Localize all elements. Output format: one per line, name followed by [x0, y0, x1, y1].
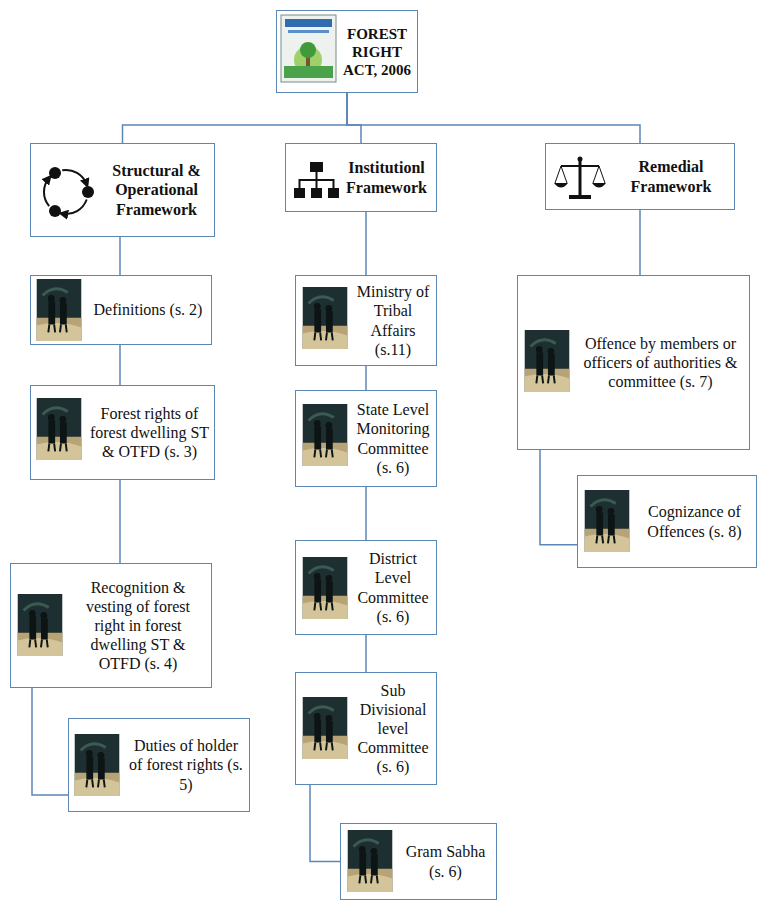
- text-area: Remedial Framework: [612, 157, 730, 195]
- section-box: Ministry of Tribal Affairs (s.11): [295, 275, 437, 366]
- scales-pan: [592, 183, 606, 188]
- box-label: Forest rights of forest dwelling ST & OT…: [89, 404, 210, 462]
- photo-thumbnail: [75, 734, 120, 796]
- box-label: Recognition & vesting of forest right in…: [69, 578, 207, 674]
- cover: [281, 15, 336, 82]
- connector-line: [639, 210, 641, 275]
- connector-line: [365, 366, 367, 390]
- text-area: Gram Sabha (s. 6): [399, 842, 492, 880]
- text-area: Offence by members or officers of author…: [576, 334, 745, 392]
- org-box: [294, 188, 305, 198]
- cycle-dot: [82, 186, 94, 198]
- scales-beam: [561, 165, 599, 167]
- connector-line: [365, 635, 367, 672]
- connector-line: [347, 93, 640, 143]
- connector-line: [347, 93, 361, 143]
- section-box: Gram Sabha (s. 6): [340, 823, 497, 900]
- org-box: [328, 188, 339, 198]
- photo-thumbnail: [525, 330, 570, 392]
- connector-line: [123, 93, 348, 143]
- text-area: FOREST RIGHT ACT, 2006: [341, 25, 413, 79]
- box-label: Offence by members or officers of author…: [576, 334, 745, 392]
- connector-line: [119, 345, 121, 385]
- box-label: Cognizance of Offences (s. 8): [637, 502, 752, 540]
- text-area: Recognition & vesting of forest right in…: [69, 578, 207, 674]
- box-label: Duties of holder of forest rights (s. 5): [127, 736, 245, 794]
- scales-pan: [554, 183, 568, 188]
- cover-band: [285, 19, 332, 27]
- photo-thumbnail: [37, 398, 82, 460]
- box-label: FOREST RIGHT ACT, 2006: [341, 25, 413, 79]
- section-box: Cognizance of Offences (s. 8): [577, 475, 757, 568]
- section-box: Sub Divisional level Committee (s. 6): [295, 672, 437, 785]
- text-area: Definitions (s. 2): [89, 300, 207, 319]
- header-box: FOREST RIGHT ACT, 2006: [276, 10, 418, 93]
- photo-thumbnail: [18, 594, 63, 656]
- text-area: Duties of holder of forest rights (s. 5): [127, 736, 245, 794]
- box-label: Institutionl Framework: [341, 158, 432, 196]
- text-area: Structural & Operational Framework: [103, 161, 210, 219]
- book-cover-icon: [281, 15, 336, 82]
- section-box: Forest rights of forest dwelling ST & OT…: [30, 385, 215, 480]
- box-label: Sub Divisional level Committee (s. 6): [354, 681, 432, 777]
- org-box: [310, 162, 323, 172]
- cycle-arc: [44, 178, 49, 206]
- photo-thumbnail: [585, 490, 630, 552]
- text-area: Cognizance of Offences (s. 8): [637, 502, 752, 540]
- cycle-icon: [44, 167, 94, 217]
- cover-ground: [284, 66, 333, 78]
- connector-line: [310, 785, 340, 862]
- section-box: Offence by members or officers of author…: [517, 275, 750, 450]
- cycle-arc: [62, 200, 86, 215]
- photo-thumbnail: [303, 404, 348, 466]
- box-label: Ministry of Tribal Affairs (s.11): [354, 282, 432, 359]
- scales-strings: [555, 166, 605, 183]
- text-area: Forest rights of forest dwelling ST & OT…: [89, 404, 210, 462]
- cycle-dot: [49, 167, 61, 179]
- cover-tree: [300, 42, 316, 58]
- scales-base: [569, 195, 591, 199]
- box-label: Definitions (s. 2): [89, 300, 207, 319]
- box-label: State Level Monitoring Committee (s. 6): [354, 400, 432, 477]
- header-box: Remedial Framework: [545, 143, 735, 210]
- connector-line: [119, 480, 121, 563]
- photo-thumbnail: [37, 279, 82, 341]
- section-box: Recognition & vesting of forest right in…: [10, 563, 212, 688]
- connector-line: [365, 487, 367, 540]
- org-box: [311, 188, 322, 198]
- org-lines: [300, 172, 334, 188]
- text-area: Ministry of Tribal Affairs (s.11): [354, 282, 432, 359]
- photo-thumbnail: [303, 287, 348, 349]
- photo-thumbnail: [348, 830, 393, 892]
- section-box: State Level Monitoring Committee (s. 6): [295, 390, 437, 487]
- box-label: Structural & Operational Framework: [103, 161, 210, 219]
- section-box: Definitions (s. 2): [30, 275, 212, 345]
- section-box: Duties of holder of forest rights (s. 5): [68, 718, 250, 812]
- connector-line: [540, 450, 577, 545]
- header-box: Structural & Operational Framework: [30, 143, 215, 237]
- cycle-arc: [62, 170, 86, 185]
- section-box: District Level Committee (s. 6): [295, 540, 437, 635]
- text-area: Institutionl Framework: [341, 158, 432, 196]
- text-area: District Level Committee (s. 6): [354, 549, 432, 626]
- connector-line: [365, 212, 367, 275]
- org-chart-icon: [294, 162, 339, 198]
- box-label: Remedial Framework: [612, 157, 730, 195]
- cycle-dot: [49, 205, 61, 217]
- scales-icon: [554, 157, 606, 200]
- connector-line: [32, 688, 68, 795]
- text-area: Sub Divisional level Committee (s. 6): [354, 681, 432, 777]
- scales-top: [578, 157, 583, 162]
- photo-thumbnail: [303, 557, 348, 619]
- text-area: State Level Monitoring Committee (s. 6): [354, 400, 432, 477]
- cover-line: [288, 30, 329, 33]
- connector-line: [119, 237, 121, 275]
- header-box: Institutionl Framework: [285, 143, 437, 212]
- box-label: Gram Sabha (s. 6): [399, 842, 492, 880]
- box-label: District Level Committee (s. 6): [354, 549, 432, 626]
- photo-thumbnail: [303, 697, 348, 759]
